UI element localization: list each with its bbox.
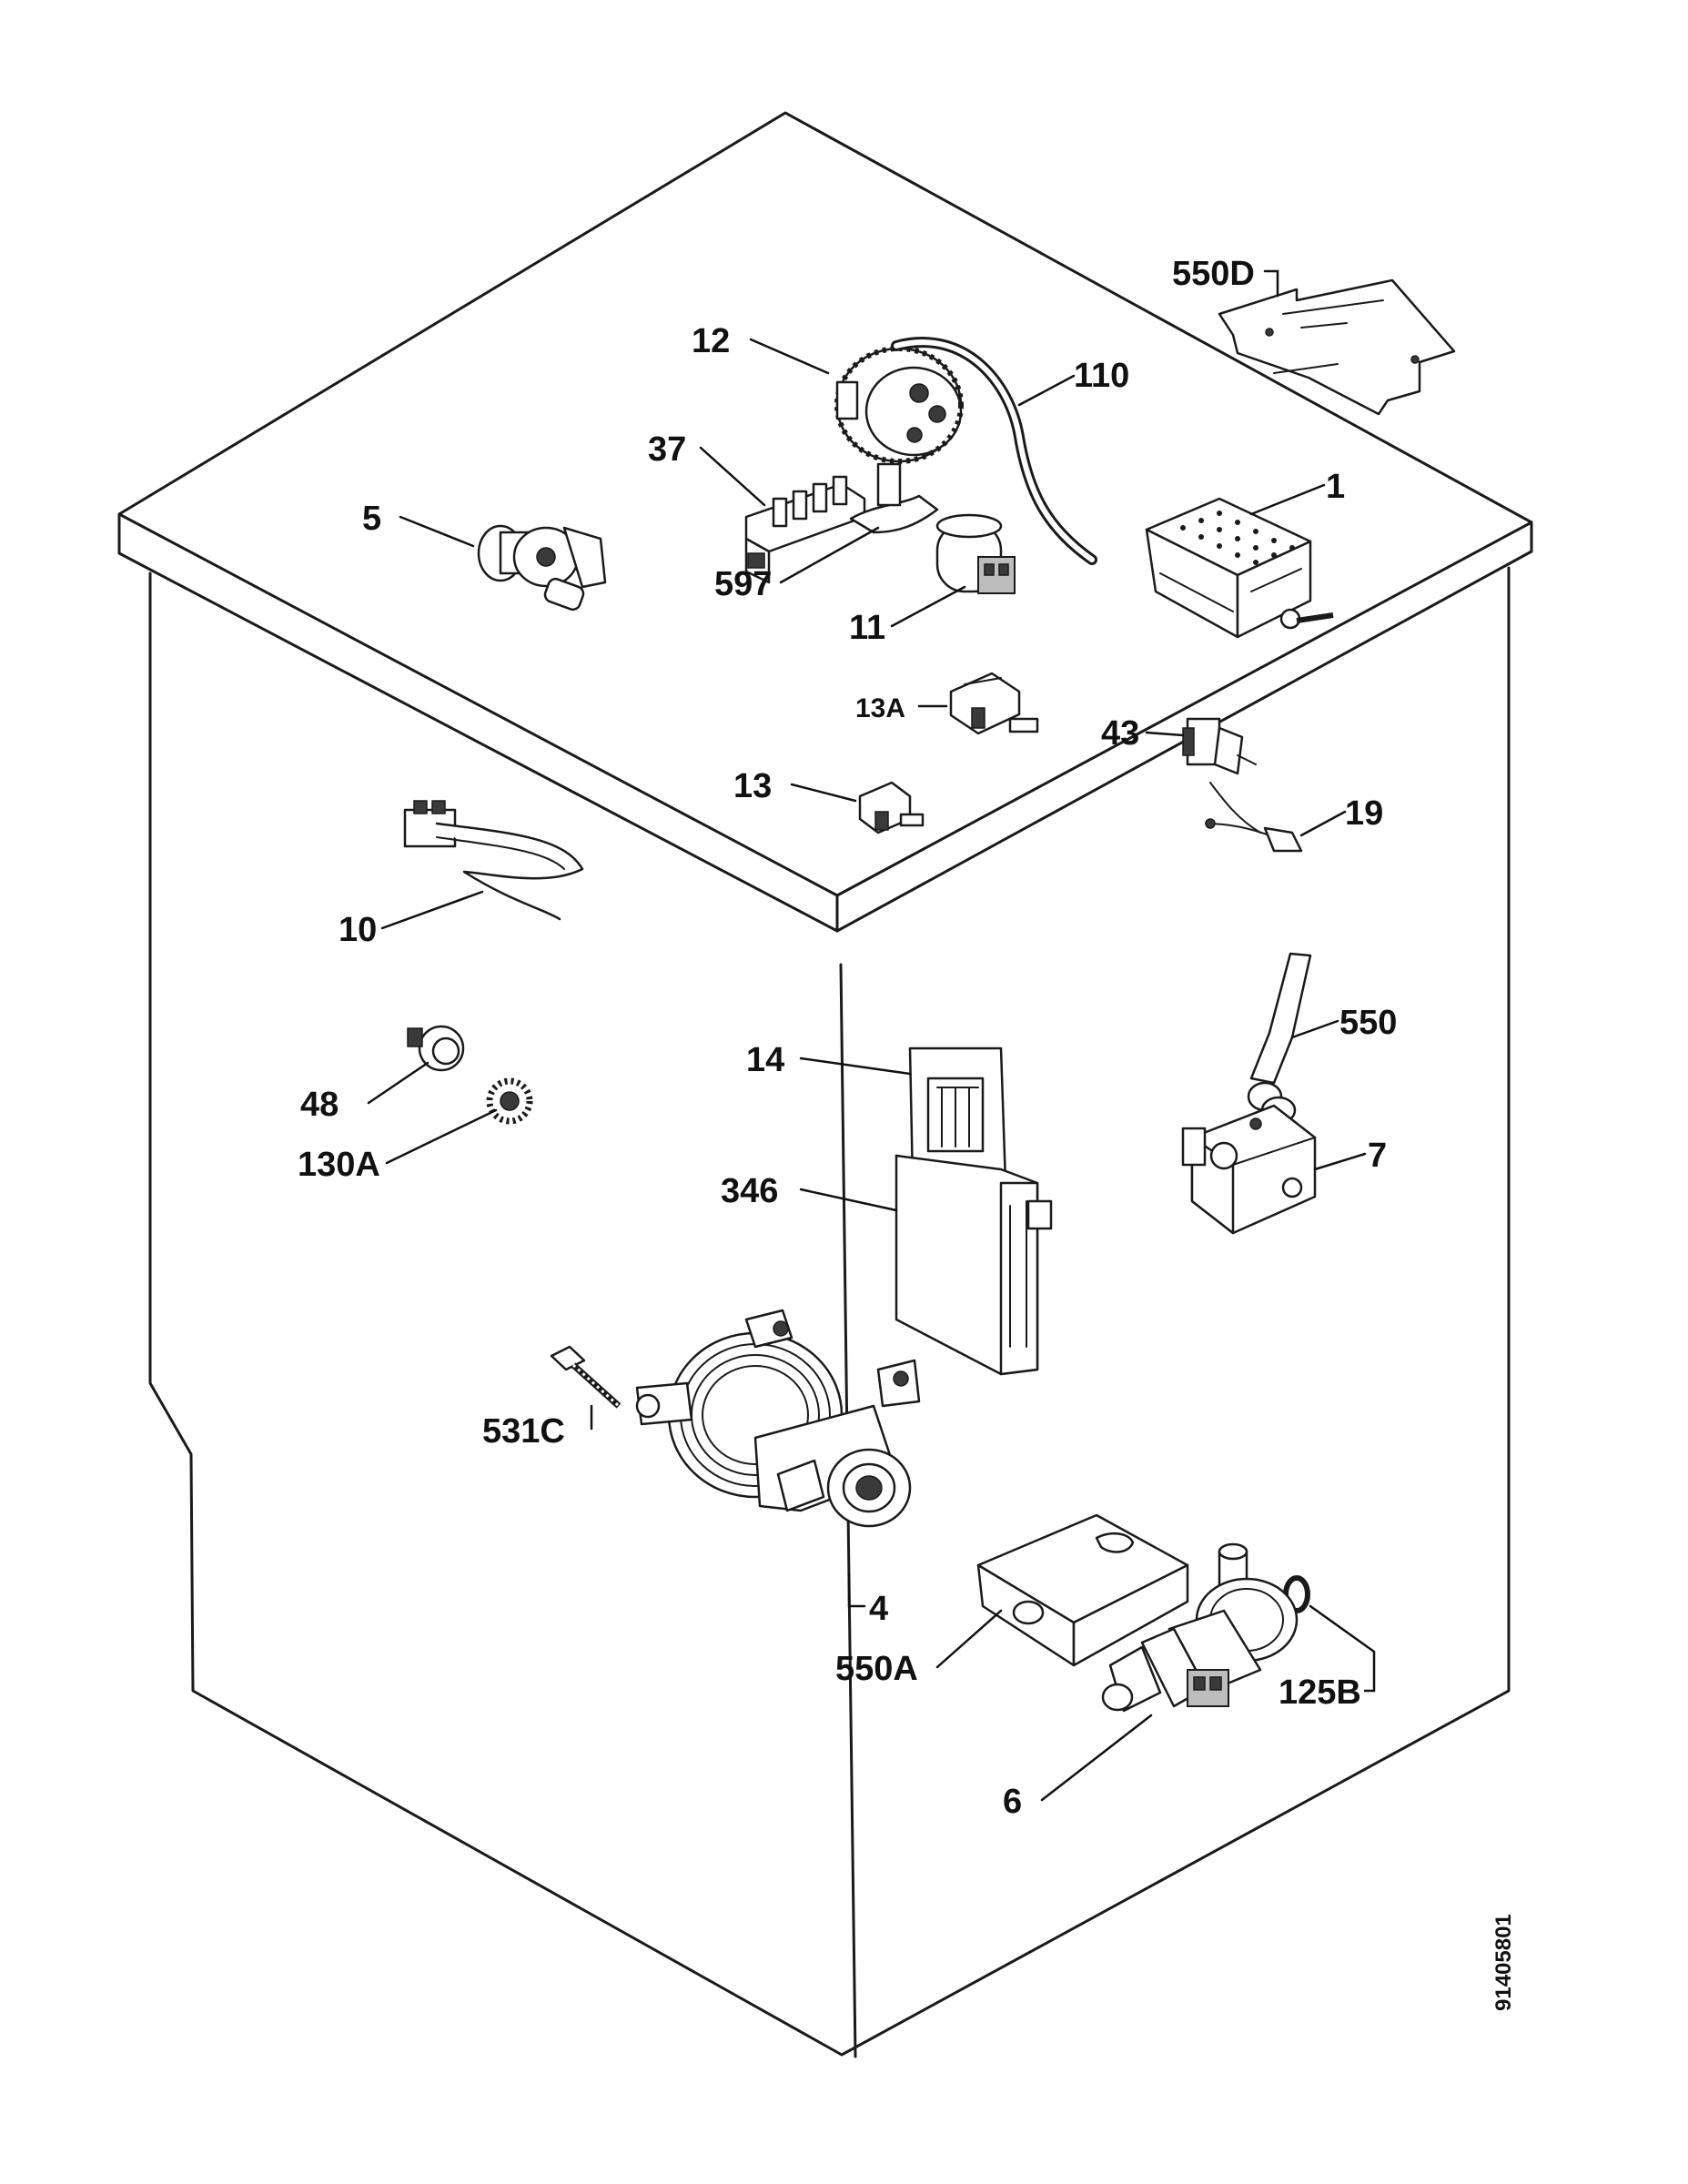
part-labels: 550D 12 110 37 1 5 597 11 13A 43 13 19 1… — [298, 255, 1516, 2011]
label-110: 110 — [1074, 357, 1129, 395]
label-10: 10 — [339, 911, 377, 949]
label-1: 1 — [1326, 468, 1345, 506]
part-10-heating-element — [403, 800, 584, 921]
part-19-sensor — [1205, 782, 1303, 853]
label-13: 13 — [733, 767, 772, 805]
part-43-switch — [1182, 717, 1257, 775]
label-597: 597 — [714, 565, 772, 603]
label-550A: 550A — [835, 1650, 918, 1688]
part-13A-connector — [949, 672, 1039, 735]
part-346-holder — [895, 1154, 1053, 1376]
label-43: 43 — [1101, 714, 1139, 753]
part-550A-pad — [976, 1513, 1189, 1667]
label-346: 346 — [721, 1172, 778, 1210]
label-7: 7 — [1368, 1137, 1387, 1175]
part-7-door-lock — [1181, 1104, 1317, 1235]
part-1-programme-timer — [1145, 497, 1334, 639]
label-6: 6 — [1003, 1783, 1022, 1821]
part-550D-cover-plate — [1218, 278, 1456, 416]
part-550-lever — [1247, 952, 1312, 1125]
label-531C: 531C — [482, 1412, 565, 1451]
label-550: 550 — [1339, 1004, 1397, 1042]
label-125B: 125B — [1279, 1673, 1361, 1712]
label-5: 5 — [362, 500, 381, 538]
document-number: 91405801 — [1491, 1914, 1516, 2011]
label-13A: 13A — [855, 693, 905, 723]
label-12: 12 — [692, 322, 730, 360]
part-48-thermostat — [407, 1025, 465, 1072]
label-130A: 130A — [298, 1146, 380, 1184]
leader-lines — [367, 269, 1376, 1802]
part-14-card — [908, 1046, 1007, 1185]
part-4-motor — [635, 1309, 921, 1528]
label-37: 37 — [648, 430, 686, 469]
part-6-drain-pump — [1101, 1542, 1299, 1713]
part-130A-gear — [486, 1077, 533, 1125]
label-48: 48 — [300, 1086, 339, 1124]
label-4: 4 — [869, 1590, 888, 1628]
part-531C-bolt — [550, 1345, 622, 1409]
part-5-inlet-valve — [477, 524, 607, 612]
part-12-pressure-switch — [834, 346, 964, 464]
label-19: 19 — [1345, 794, 1383, 833]
part-11-capacitor — [935, 513, 1016, 594]
part-597-clip — [849, 462, 939, 534]
label-11: 11 — [849, 609, 885, 647]
cabinet-outline — [117, 111, 1533, 2058]
label-550D: 550D — [1172, 255, 1255, 293]
part-13-connector — [858, 781, 925, 834]
label-14: 14 — [746, 1041, 784, 1079]
